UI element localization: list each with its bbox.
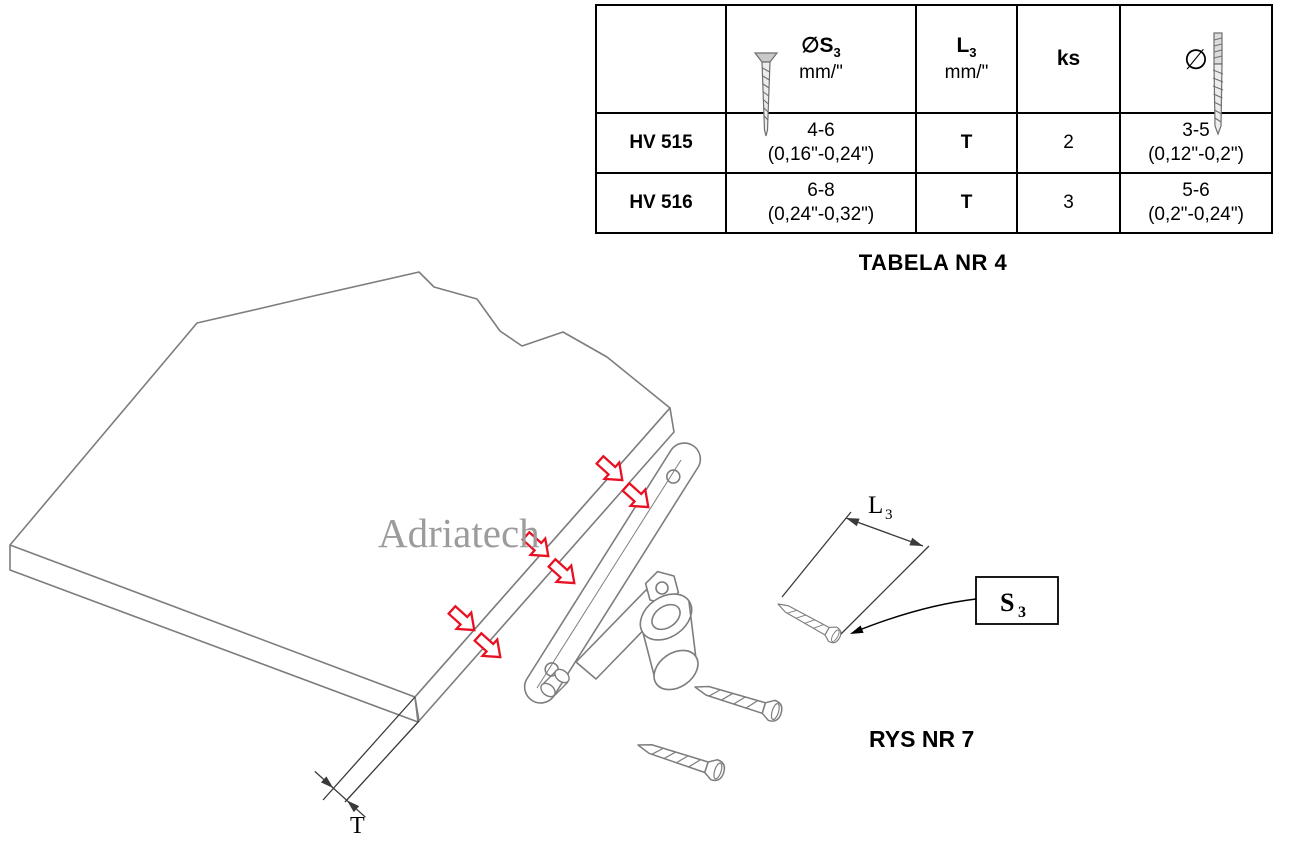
s3-callout-box: [975, 576, 1059, 625]
watermark-text: Adriatech: [378, 510, 540, 556]
t-dimension: [314, 696, 420, 818]
s3-mm-value: 4-6: [807, 120, 835, 142]
s3-value-cell: 4-6 (0,16"-0,24"): [725, 112, 917, 174]
mounting-screw-icon: [634, 734, 728, 784]
wood-screw-icon: [753, 50, 779, 145]
s3-symbol-subscript: 3: [833, 44, 841, 60]
s3-symbol-text: ∅S: [801, 34, 834, 58]
ks-header-text: ks: [1056, 46, 1081, 70]
s3-callout: [850, 576, 1059, 634]
header-s3-unit: mm/": [799, 62, 843, 84]
d-mm-value: 5-6: [1182, 180, 1210, 202]
ks-value-cell: 3: [1016, 172, 1121, 234]
s3-inch-value: (0,16"-0,24"): [767, 144, 875, 165]
l3-dimension: [781, 511, 930, 635]
diameter-value-cell: 5-6 (0,2"-0,24"): [1119, 172, 1273, 234]
dim-l3-label: L: [868, 492, 883, 519]
table-header-row: ∅S3 mm/" L3 mm/" ks ∅: [595, 4, 1273, 114]
table-caption: TABELA NR 4: [858, 250, 1008, 275]
model-cell: HV 515: [595, 112, 727, 174]
s3-label: S: [1000, 588, 1014, 617]
d-inch-value: (0,2"-0,24"): [1148, 204, 1244, 225]
s3-value-cell: 6-8 (0,24"-0,32"): [725, 172, 917, 234]
hanger-bolt-icon: [1205, 30, 1231, 147]
diameter-value-cell: 3-5 (0,12"-0,2"): [1119, 112, 1273, 174]
dimension-screw-icon: [773, 596, 844, 646]
l3-value-cell: T: [915, 172, 1018, 234]
leg-bracket: [575, 570, 699, 691]
mounting-rail: [523, 442, 702, 704]
header-s3-cell: ∅S3 mm/": [725, 4, 917, 114]
cylinder-bottom: [653, 649, 699, 691]
s3-subscript: 3: [1018, 604, 1026, 621]
figure-caption: RYS NR 7: [869, 726, 974, 752]
dim-l3-subscript: 3: [885, 507, 893, 523]
panel-top-surface: [9, 271, 671, 698]
mounting-screw-icon: [691, 676, 785, 725]
d-mm-value: 3-5: [1182, 120, 1210, 142]
l3-symbol-text: L: [956, 34, 970, 58]
ks-value-cell: 2: [1016, 112, 1121, 174]
table-row-hv516: HV 516 6-8 (0,24"-0,32") T 3 5-6 (0,2"-0…: [595, 172, 1273, 234]
header-s3-symbol: ∅S3: [729, 33, 913, 61]
diameter-symbol: ∅: [1183, 43, 1209, 75]
s3-inch-value: (0,24"-0,32"): [767, 204, 875, 225]
l3-symbol-subscript: 3: [969, 44, 977, 60]
header-l3-symbol: L3: [919, 33, 1014, 61]
s3-leader-arrow: [851, 598, 977, 634]
header-diameter-cell: ∅: [1119, 4, 1273, 114]
cylinder-bore: [651, 603, 681, 631]
header-empty-cell: [595, 4, 727, 114]
header-ks-cell: ks: [1016, 4, 1121, 114]
rail-hole: [665, 469, 681, 484]
header-l3-cell: L3 mm/": [915, 4, 1018, 114]
d-inch-value: (0,12"-0,2"): [1148, 144, 1244, 165]
spec-table: ∅S3 mm/" L3 mm/" ks ∅ HV 515 4-6 (0,16"-…: [595, 4, 1273, 234]
model-cell: HV 516: [595, 172, 727, 234]
s3-mm-value: 6-8: [807, 180, 835, 202]
header-l3-unit: mm/": [944, 62, 989, 84]
cross-dowel: [540, 668, 570, 698]
table-row-hv515: HV 515 4-6 (0,16"-0,24") T 2 3-5 (0,12"-…: [595, 112, 1273, 174]
spec-table-section: ∅S3 mm/" L3 mm/" ks ∅ HV 515 4-6 (0,16"-…: [595, 4, 1273, 276]
l3-value-cell: T: [915, 112, 1018, 174]
dim-t-label: T: [350, 813, 365, 839]
